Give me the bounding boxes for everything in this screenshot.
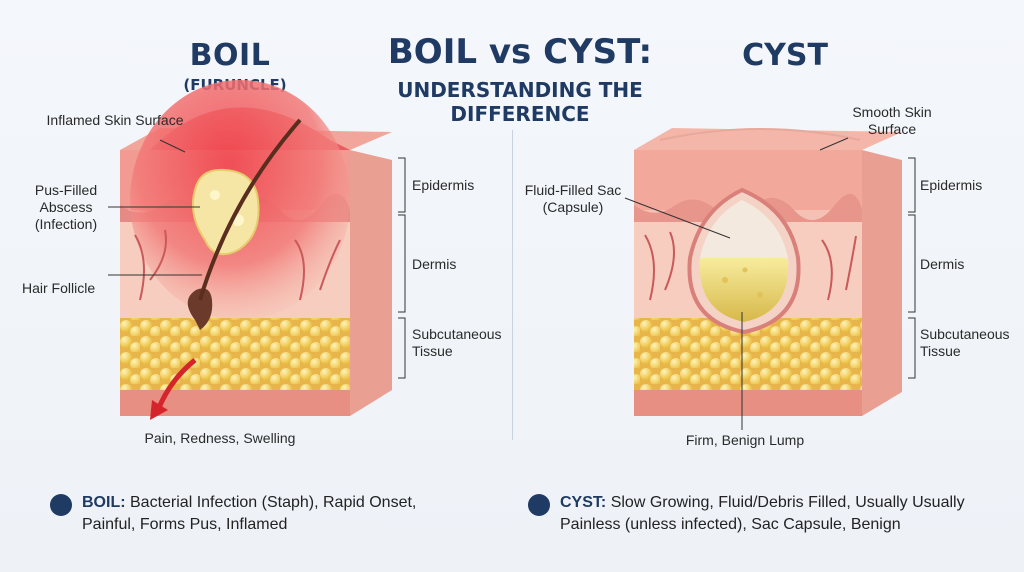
label-inflamed-surface: Inflamed Skin Surface — [46, 112, 184, 128]
label-boil-subcutaneous: Subcutaneous Tissue — [412, 326, 502, 359]
boil-hair — [198, 118, 302, 301]
boil-title: BOIL — [189, 38, 271, 73]
boil-side-face — [350, 150, 392, 416]
boil-summary-text: Bacterial Infection (Staph), Rapid Onset… — [82, 494, 417, 533]
cyst-summary-text: Slow Growing, Fluid/Debris Filled, Usual… — [560, 494, 965, 533]
label-boil-dermis: Dermis — [412, 256, 457, 272]
cyst-icon — [528, 494, 550, 516]
boil-summary-key: BOIL: — [82, 494, 126, 511]
label-abscess: Pus-Filled Abscess (Infection) — [34, 182, 98, 232]
label-cyst-epidermis: Epidermis — [920, 177, 983, 193]
boil-abscess — [192, 168, 260, 256]
boil-pain-arrow — [155, 358, 197, 411]
label-sac: Fluid-Filled Sac (Capsule) — [524, 182, 622, 215]
cyst-side-face — [862, 150, 902, 416]
label-boil-symptoms: Pain, Redness, Swelling — [144, 430, 296, 446]
cyst-fluid — [699, 258, 789, 322]
cyst-summary-key: CYST: — [560, 494, 607, 511]
label-boil-epidermis: Epidermis — [412, 177, 475, 193]
label-cyst-subcutaneous: Subcutaneous Tissue — [920, 326, 1010, 359]
boil-summary: BOIL: Bacterial Infection (Staph), Rapid… — [82, 492, 462, 536]
boil-skin-block — [120, 80, 392, 420]
main-title: BOIL vs CYST: — [387, 32, 653, 72]
main-subtitle: UNDERSTANDING THE DIFFERENCE — [397, 78, 643, 126]
bacteria-icon — [50, 494, 72, 516]
label-cyst-lump: Firm, Benign Lump — [685, 432, 805, 448]
boil-fat-layer — [120, 318, 350, 390]
label-smooth-surface: Smooth Skin Surface — [852, 104, 932, 137]
cyst-title: CYST — [742, 38, 828, 73]
label-cyst-dermis: Dermis — [920, 256, 965, 272]
cyst-skin-block — [634, 128, 902, 416]
label-hair-follicle: Hair Follicle — [22, 280, 96, 296]
cyst-summary: CYST: Slow Growing, Fluid/Debris Filled,… — [560, 492, 990, 536]
center-divider — [512, 130, 513, 440]
boil-follicle-bulb — [187, 288, 213, 330]
